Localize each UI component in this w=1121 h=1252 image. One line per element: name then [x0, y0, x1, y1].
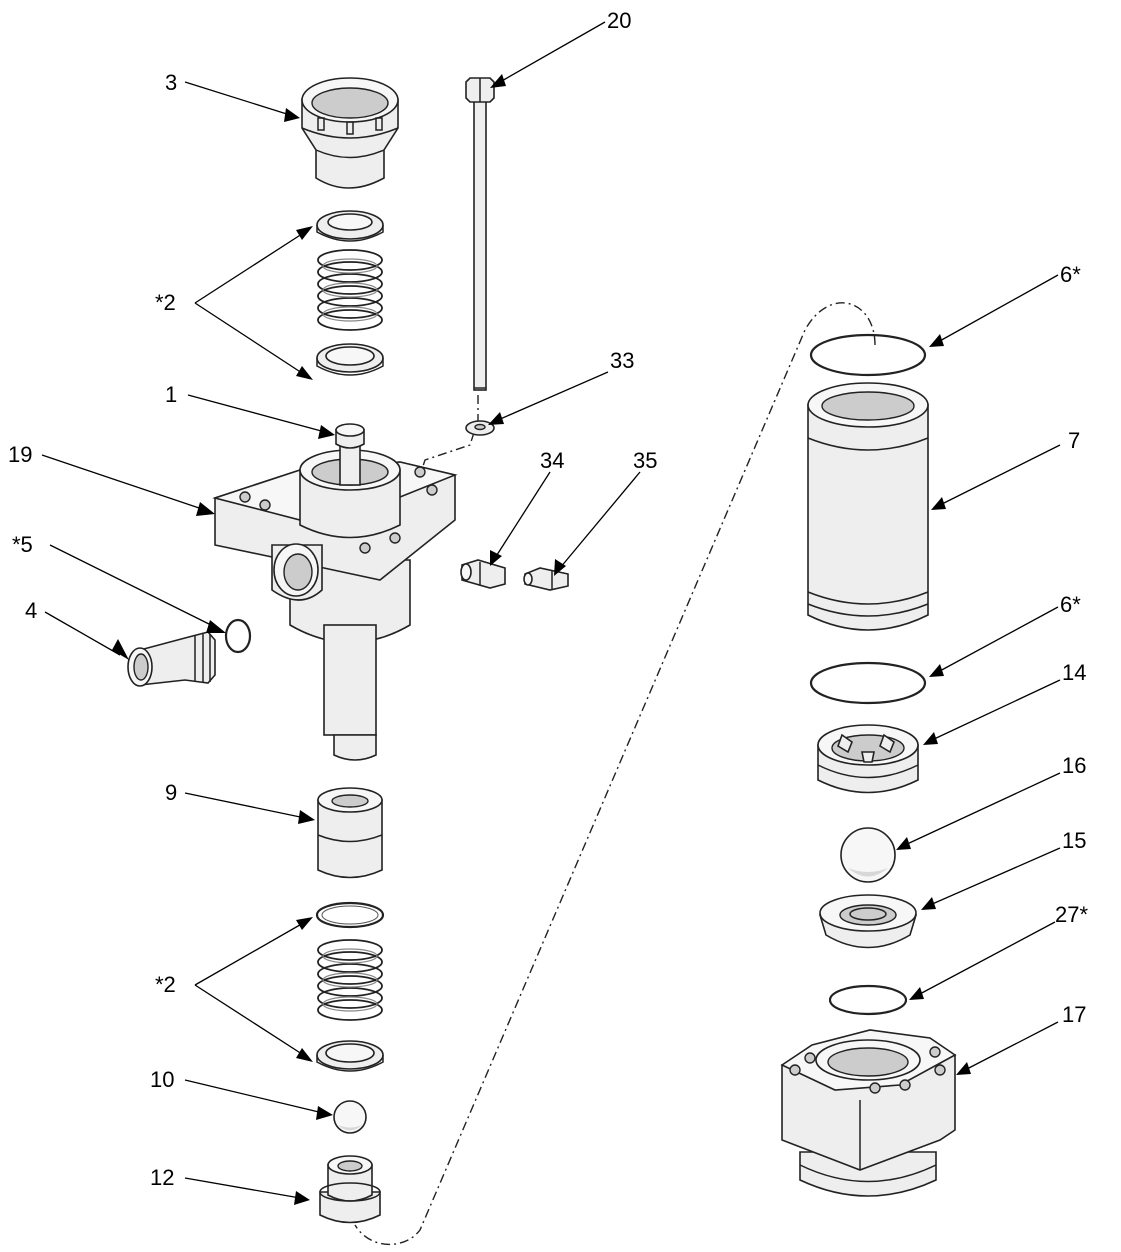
part-6-o-ring-lower	[809, 661, 927, 705]
callout-16: 16	[1062, 753, 1086, 778]
part-34-fitting	[460, 559, 506, 589]
callout-12: 12	[150, 1165, 174, 1190]
part-4-inlet-fitting	[127, 631, 216, 687]
callout-6-upper: 6*	[1060, 262, 1081, 287]
part-14-guide	[817, 724, 919, 794]
callout-6-lower: 6*	[1060, 592, 1081, 617]
callout-14: 14	[1062, 660, 1086, 685]
part-20-tie-rod	[465, 77, 495, 391]
callout-9: 9	[165, 780, 177, 805]
callout-10: 10	[150, 1067, 174, 1092]
callout-5: *5	[12, 532, 33, 557]
part-7-cylinder	[807, 382, 929, 631]
assembly-path-main	[354, 302, 876, 1246]
callout-7: 7	[1068, 428, 1080, 453]
callout-1: 1	[165, 382, 177, 407]
callout-33: 33	[610, 348, 634, 373]
callout-34: 34	[540, 448, 564, 473]
part-16-ball	[840, 827, 896, 883]
callout-17: 17	[1062, 1002, 1086, 1027]
callout-4: 4	[25, 598, 37, 623]
callout-15: 15	[1062, 828, 1086, 853]
part-19-pump-housing	[212, 449, 458, 761]
part-9-sleeve	[317, 787, 383, 879]
callout-19: 19	[8, 442, 32, 467]
part-1-displacement-rod	[335, 423, 365, 486]
callout-2-lower: *2	[155, 972, 176, 997]
callout-20: 20	[607, 8, 631, 33]
part-15-seat	[818, 894, 918, 949]
part-33-washer	[465, 420, 495, 436]
part-5-o-ring	[224, 618, 252, 654]
part-3-packing-nut	[301, 77, 399, 189]
callout-27: 27*	[1055, 902, 1088, 927]
part-10-ball	[333, 1100, 367, 1134]
callout-3: 3	[165, 70, 177, 95]
part-6-o-ring-upper	[809, 333, 927, 377]
callout-35: 35	[633, 448, 657, 473]
part-35-fitting	[523, 567, 569, 591]
leader-lines	[41, 21, 1061, 1205]
callout-labels: 20 3 *2 33 1 19 34 35 *5 4 9 *2 10 12 6*…	[8, 8, 1088, 1190]
part-17-foot-valve-housing	[780, 1029, 957, 1197]
part-27-o-ring	[828, 984, 908, 1016]
part-2-lower-packing-stack	[315, 901, 385, 1072]
part-2-upper-packing-stack	[316, 210, 384, 376]
callout-2-upper: *2	[155, 290, 176, 315]
assembly-path-bolt	[411, 395, 479, 501]
part-12-seat	[319, 1155, 381, 1224]
